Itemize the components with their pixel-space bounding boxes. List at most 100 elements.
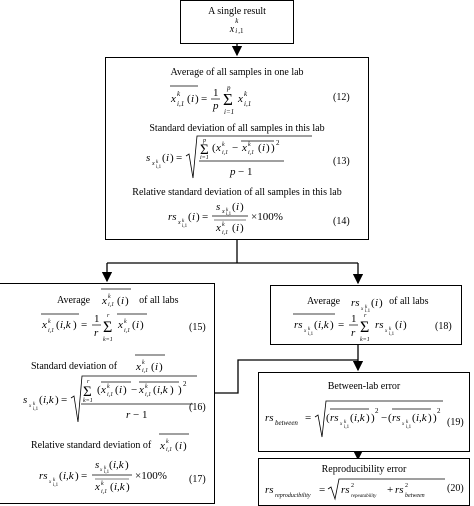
lab-rsd-equation: rs x k i,1 (i) = s x k i,1 (i) x k i,1 (… <box>168 201 283 236</box>
svg-text:(: ( <box>371 297 375 309</box>
svg-text:r: r <box>87 379 90 385</box>
svg-text:2: 2 <box>276 139 280 147</box>
svg-text:(: ( <box>258 142 262 154</box>
svg-text:s: s <box>23 394 27 406</box>
svg-text:): ) <box>271 142 275 154</box>
svg-text:): ) <box>170 152 174 164</box>
svg-text:): ) <box>196 211 200 223</box>
svg-text:x: x <box>151 161 155 167</box>
svg-text:2: 2 <box>375 407 379 415</box>
svg-text:i,1: i,1 <box>308 332 314 337</box>
svg-text:r: r <box>351 327 356 339</box>
lab-rsd-title: Relative standard deviation of all sampl… <box>132 187 342 198</box>
svg-text:i=1: i=1 <box>224 108 234 116</box>
svg-text:i,1: i,1 <box>222 150 228 156</box>
svg-text:Σ: Σ <box>223 90 233 109</box>
svg-text:p: p <box>226 84 231 92</box>
svg-text:i: i <box>236 201 239 213</box>
svg-text:i,1: i,1 <box>177 100 184 108</box>
svg-text:): ) <box>433 412 437 424</box>
svg-text:i,1: i,1 <box>124 328 130 334</box>
all-labs-std-equation: s x k i,1 (i,k) = Σ r k=1 ( x k i,1 (i) … <box>23 375 197 423</box>
svg-text:i,1: i,1 <box>156 165 162 170</box>
eq-number-16: (16) <box>189 402 206 413</box>
svg-text:i,k: i,k <box>157 384 169 396</box>
svg-text:i,k: i,k <box>114 481 126 493</box>
svg-text:2: 2 <box>351 483 354 489</box>
between-lab-title: Between-lab error <box>327 381 401 392</box>
lab-std-equation: s x k i,1 (i) = Σ p i=1 ( x k i,1 − x k … <box>146 135 312 179</box>
eq-number-20: (20) <box>447 483 464 494</box>
svg-text:(: ( <box>350 412 354 424</box>
svg-text:k: k <box>365 305 368 310</box>
svg-text:i,1: i,1 <box>248 150 254 156</box>
svg-text:i,1: i,1 <box>145 392 151 398</box>
all-labs-std-title: Standard deviation of <box>31 361 118 372</box>
svg-text:(: ( <box>56 319 60 331</box>
rs-avg-title-text: Average <box>307 296 341 307</box>
svg-text:): ) <box>55 394 59 406</box>
svg-text:x: x <box>237 93 243 105</box>
svg-text:i,k: i,k <box>416 412 428 424</box>
all-labs-std-title-symbol: x k i,1 (i) <box>135 354 165 374</box>
svg-text:between: between <box>275 419 298 427</box>
svg-text:p: p <box>229 166 236 178</box>
svg-text:k: k <box>177 90 181 98</box>
lab-std-title: Standard deviation of all samples in thi… <box>149 123 325 134</box>
svg-text:rs: rs <box>39 470 48 482</box>
svg-text:(: ( <box>232 201 236 213</box>
svg-text:): ) <box>330 319 334 331</box>
svg-text:x: x <box>303 329 307 334</box>
svg-text:x: x <box>215 222 221 234</box>
svg-text:i: i <box>192 211 195 223</box>
svg-text:): ) <box>240 201 244 213</box>
lab-average-equation: x k i,1 (i) = 1 p Σ p i=1 x k i,1 <box>170 84 251 116</box>
svg-text:k: k <box>308 327 311 332</box>
svg-text:i,1: i,1 <box>142 368 148 374</box>
svg-text:k: k <box>145 384 148 390</box>
svg-text:i,1: i,1 <box>101 489 107 495</box>
svg-text:x: x <box>135 361 141 373</box>
svg-text:k: k <box>142 360 145 366</box>
svg-text:i,1: i,1 <box>244 100 251 108</box>
svg-text:): ) <box>159 361 163 373</box>
svg-text:− 1: − 1 <box>238 166 252 178</box>
svg-text:(: ( <box>326 412 330 424</box>
svg-text:=: = <box>61 394 67 406</box>
svg-text:(: ( <box>162 152 166 164</box>
all-labs-rsd-equation: rs x k i,1 (i,k) = s x k i,1 (i,k) x k i… <box>39 459 167 495</box>
reproducibility-title: Reproducibility error <box>321 464 407 475</box>
svg-text:i,k: i,k <box>318 319 330 331</box>
svg-text:(: ( <box>412 412 416 424</box>
svg-text:1: 1 <box>213 87 219 99</box>
svg-text:k: k <box>222 222 225 228</box>
svg-text:(: ( <box>151 361 155 373</box>
svg-text:i: i <box>399 319 402 331</box>
svg-text:(: ( <box>109 459 113 471</box>
eq-number-14: (14) <box>333 216 350 227</box>
svg-text:k: k <box>182 219 185 224</box>
rs-avg-title: Average of all labs <box>307 297 429 307</box>
svg-text:=: = <box>305 412 311 424</box>
svg-text:): ) <box>403 319 407 331</box>
svg-text:x: x <box>215 142 221 154</box>
svg-text:): ) <box>125 295 129 307</box>
svg-text:=: = <box>81 319 87 331</box>
svg-text:i,k: i,k <box>113 459 125 471</box>
svg-text:i: i <box>166 152 169 164</box>
svg-text:k: k <box>48 319 51 325</box>
svg-text:×100%: ×100% <box>135 470 167 482</box>
svg-text:r: r <box>94 327 99 339</box>
svg-text:k: k <box>248 142 251 148</box>
svg-text:i: i <box>119 384 122 396</box>
svg-text:): ) <box>75 470 79 482</box>
svg-text:x: x <box>241 142 247 154</box>
connector-all-labs-to-between <box>215 359 358 394</box>
svg-text:): ) <box>195 93 199 105</box>
svg-text:=: = <box>176 152 182 164</box>
svg-text:): ) <box>170 384 174 396</box>
svg-text:rs: rs <box>168 211 177 223</box>
single-result-title: A single result <box>208 6 266 17</box>
svg-text:x: x <box>360 307 364 312</box>
